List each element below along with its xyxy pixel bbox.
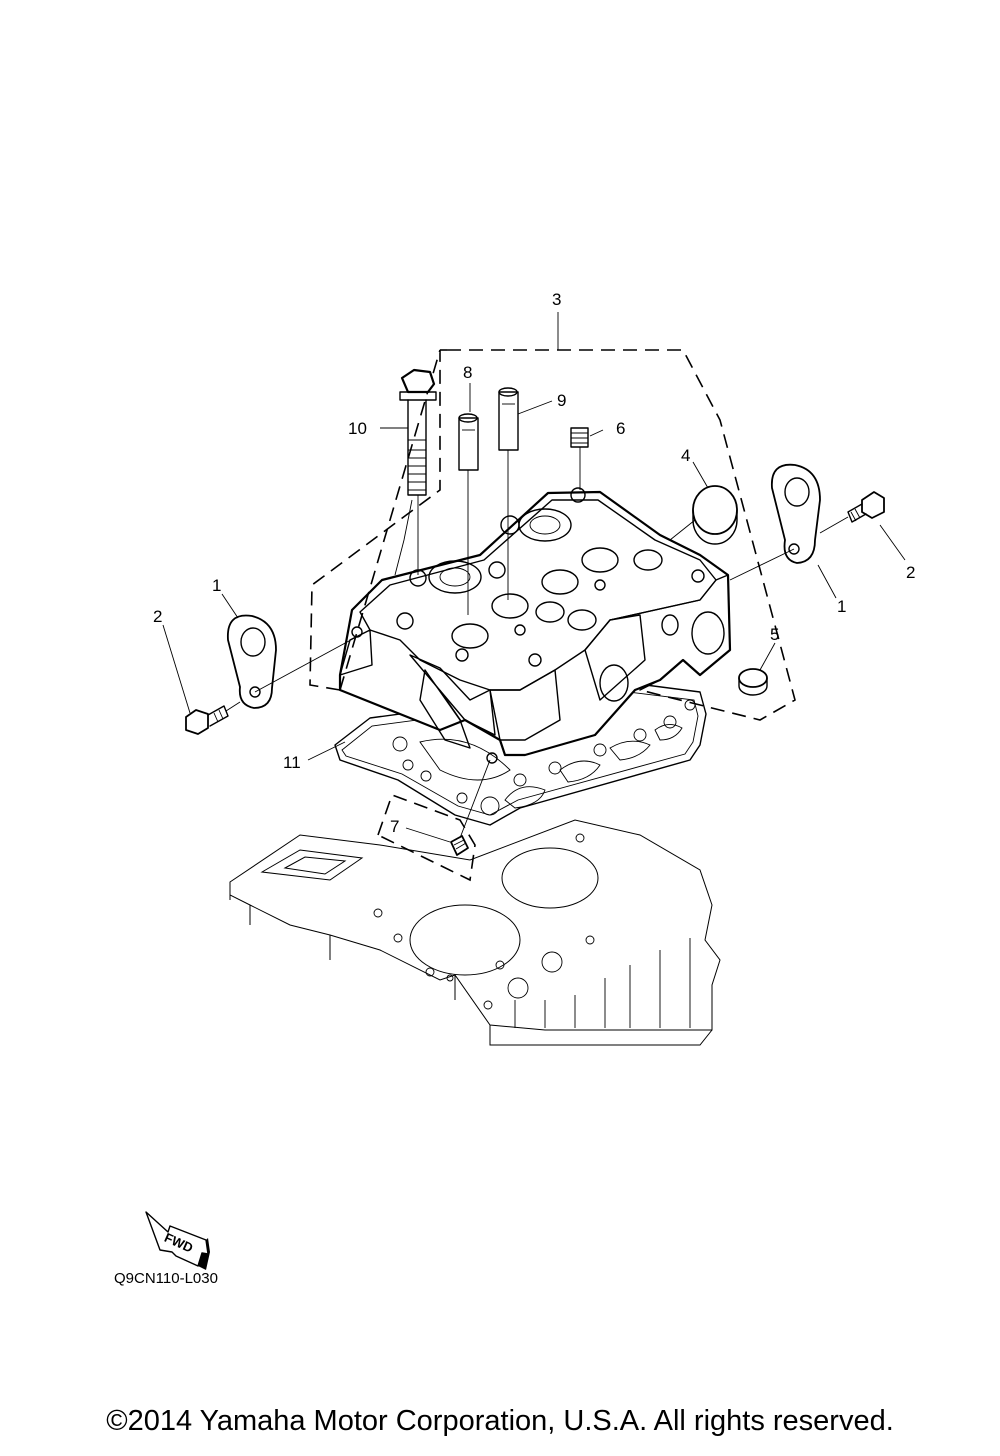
callout-8: 8	[463, 363, 472, 382]
callout-numbers: 3 8 9 10 6 4 1 2 1 2 5 11 7	[153, 290, 915, 836]
callout-3: 3	[552, 290, 561, 309]
cup-plug-small	[738, 668, 768, 696]
valve-guide-intake	[498, 387, 519, 600]
bracket-bolt-right	[819, 491, 885, 534]
callout-6: 6	[616, 419, 625, 438]
cylinder-block-outline	[229, 819, 721, 1046]
cup-plug-large	[669, 485, 738, 545]
callout-2-left: 2	[153, 607, 162, 626]
engine-hanger-bracket-right	[729, 463, 821, 581]
engine-hanger-bracket-left	[227, 614, 361, 709]
callout-11: 11	[283, 753, 301, 772]
valve-guide-exhaust	[458, 413, 479, 615]
drawing-code: Q9CN110-L030	[114, 1270, 218, 1287]
callout-9: 9	[557, 391, 566, 410]
callout-2-right: 2	[906, 563, 915, 582]
threaded-plug	[570, 427, 589, 490]
leader-lines	[162, 312, 906, 843]
dowel-pin	[450, 752, 498, 856]
callout-10: 10	[348, 419, 367, 438]
callout-1-right: 1	[837, 597, 846, 616]
cylinder-head-assembly-group-boundary	[309, 349, 796, 721]
forward-direction-arrow: FWD	[145, 1211, 210, 1270]
cylinder-head-gasket	[334, 682, 707, 826]
callout-1-left: 1	[212, 576, 221, 595]
callout-4: 4	[681, 446, 690, 465]
cylinder-head-bolt	[394, 368, 437, 576]
dowel-pin-group-boundary	[377, 793, 476, 882]
cylinder-head	[338, 487, 732, 757]
copyright-notice: ©2014 Yamaha Motor Corporation, U.S.A. A…	[106, 1405, 894, 1437]
callout-7: 7	[390, 817, 399, 836]
bracket-bolt-left	[185, 701, 241, 735]
callout-5: 5	[770, 625, 779, 644]
